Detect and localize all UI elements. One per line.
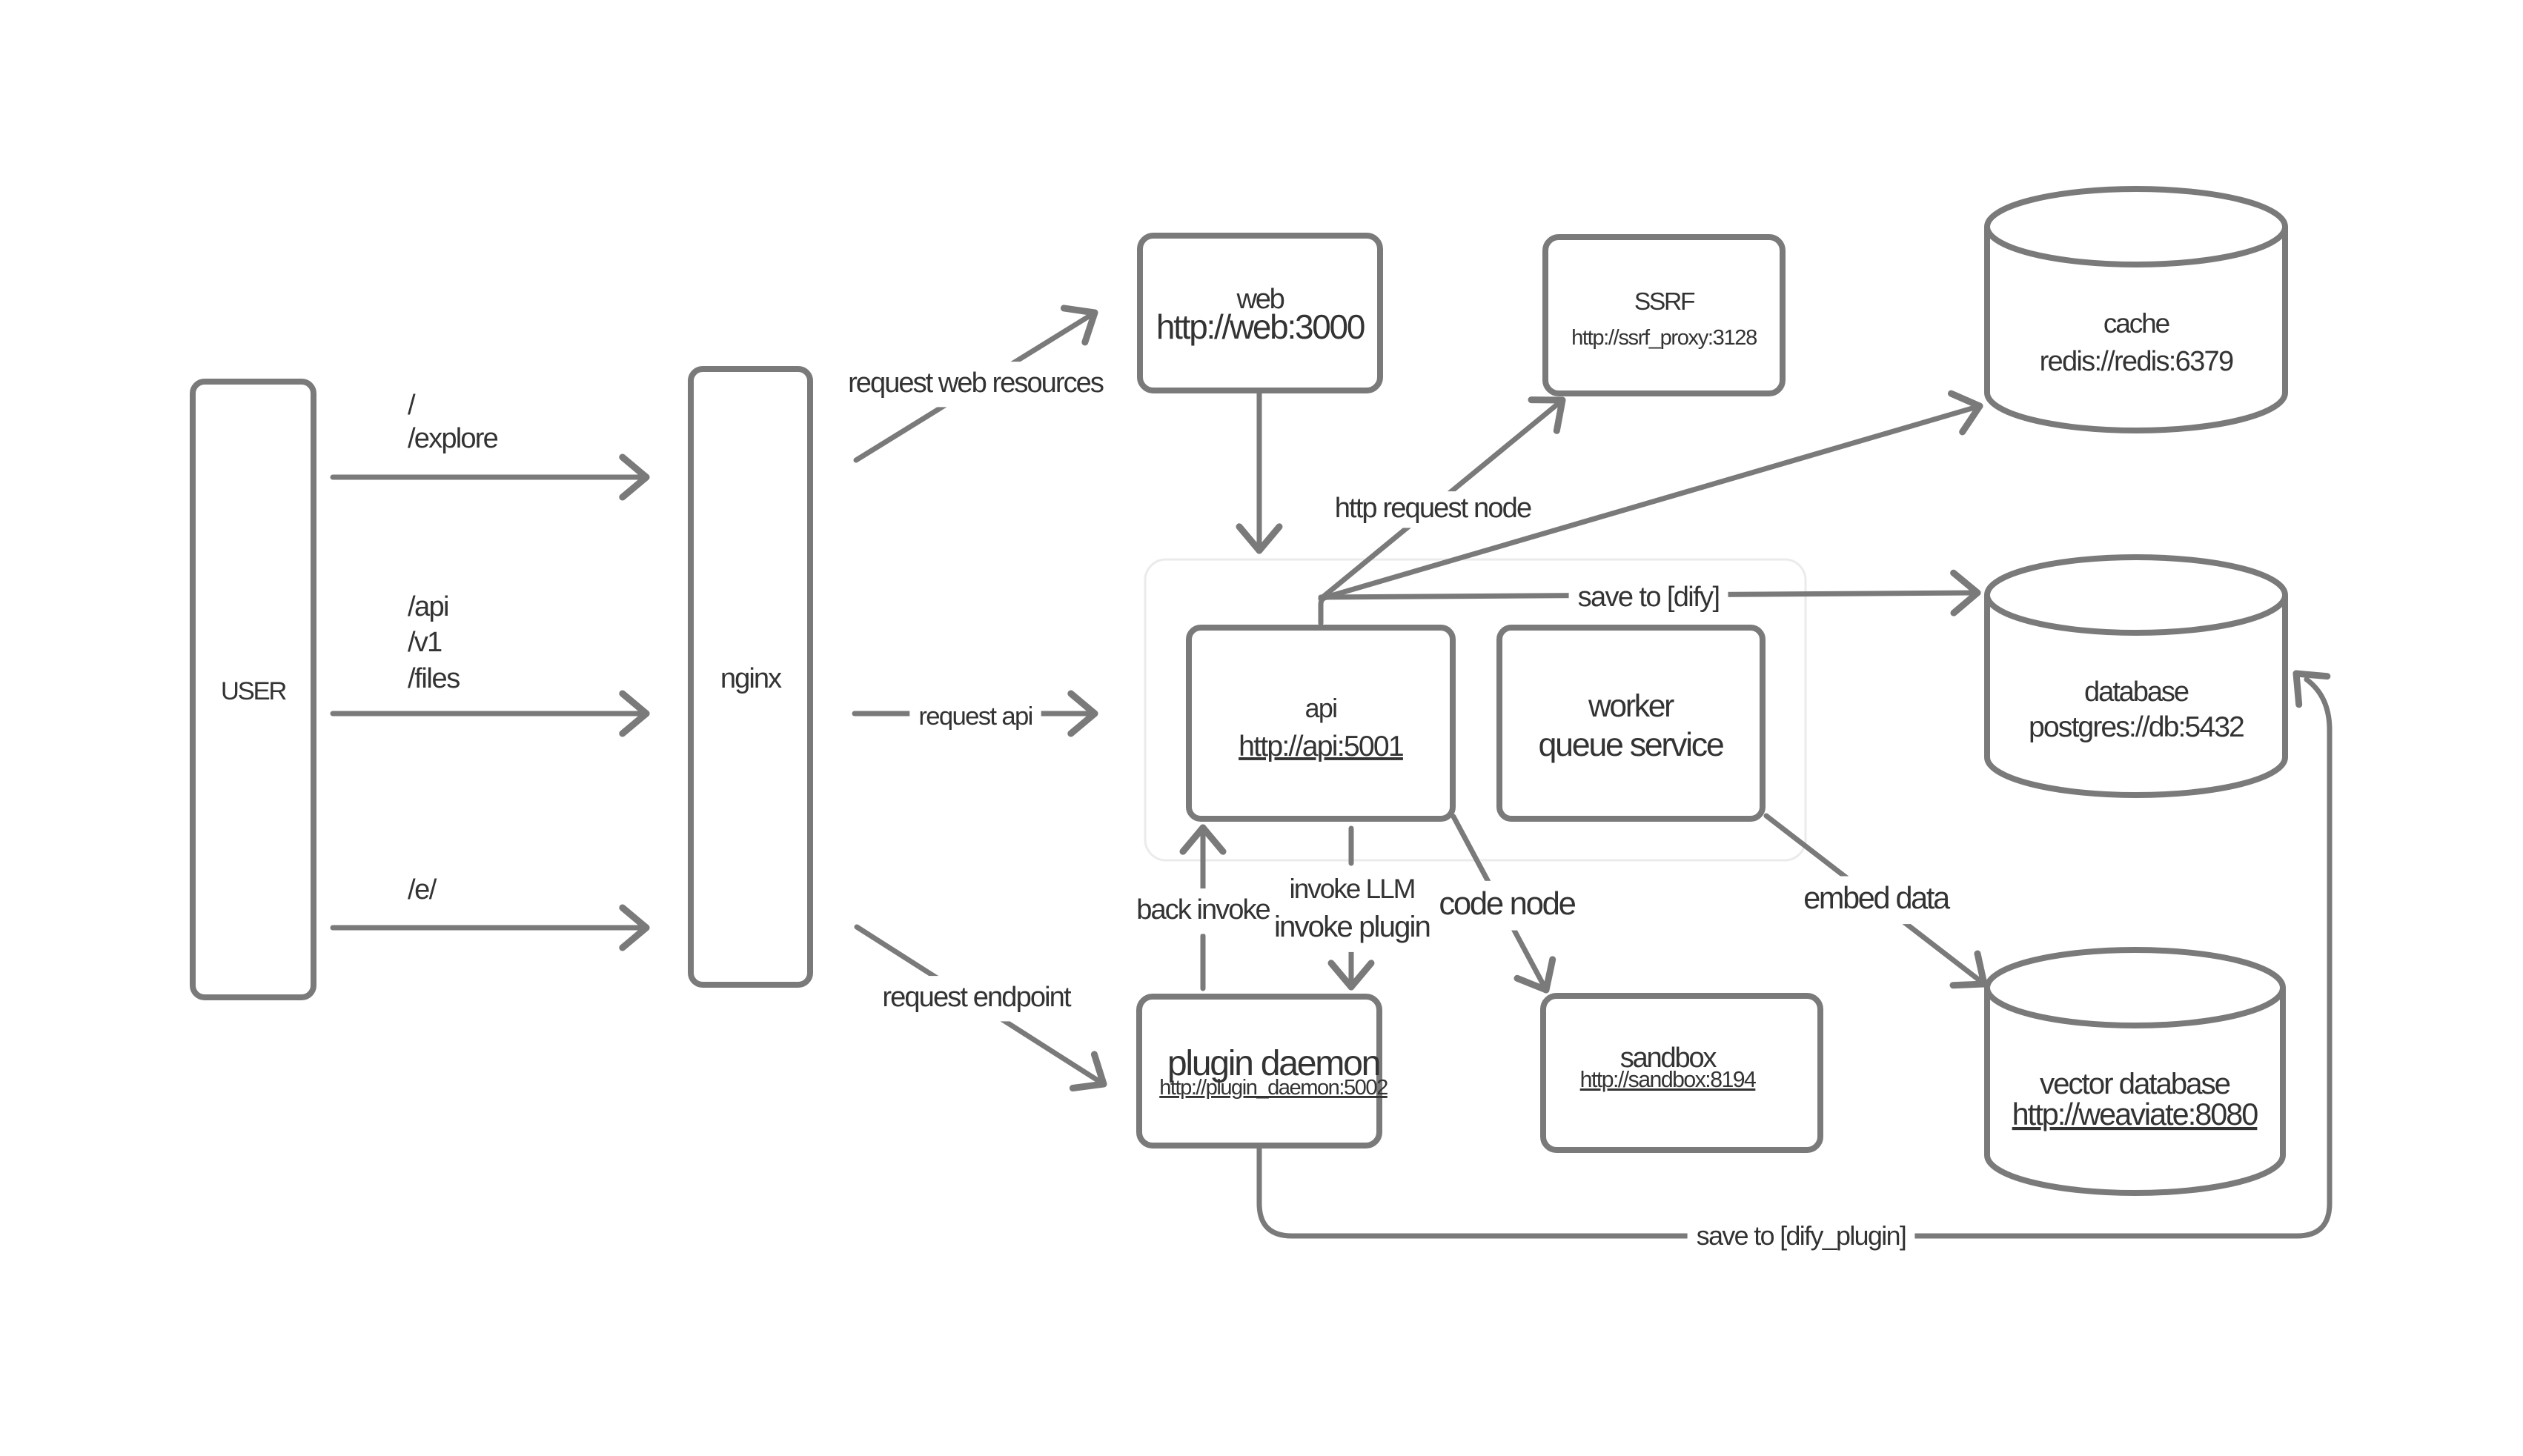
svg-text:/: / bbox=[408, 390, 416, 421]
svg-text:save to [dify_plugin]: save to [dify_plugin] bbox=[1697, 1221, 1906, 1251]
svg-text:cache: cache bbox=[2103, 308, 2169, 339]
svg-text:nginx: nginx bbox=[720, 663, 782, 694]
svg-text:queue service: queue service bbox=[1538, 726, 1723, 763]
svg-text:USER: USER bbox=[221, 677, 286, 705]
svg-text:invoke LLM: invoke LLM bbox=[1290, 874, 1415, 904]
svg-text:code node: code node bbox=[1439, 885, 1575, 922]
svg-text:request api: request api bbox=[918, 702, 1032, 731]
svg-text:http://weaviate:8080: http://weaviate:8080 bbox=[2012, 1097, 2258, 1131]
svg-text:vector database: vector database bbox=[2040, 1067, 2230, 1100]
svg-text:http://api:5001: http://api:5001 bbox=[1239, 731, 1403, 762]
svg-text:SSRF: SSRF bbox=[1634, 288, 1695, 316]
svg-text:postgres://db:5432: postgres://db:5432 bbox=[2029, 711, 2244, 743]
svg-text:http://sandbox:8194: http://sandbox:8194 bbox=[1580, 1068, 1756, 1092]
svg-text:http://ssrf_proxy:3128: http://ssrf_proxy:3128 bbox=[1571, 326, 1757, 350]
svg-text:/v1: /v1 bbox=[408, 627, 442, 658]
svg-text:/e/: /e/ bbox=[408, 874, 437, 905]
svg-text:database: database bbox=[2084, 677, 2189, 708]
svg-text:request web resources: request web resources bbox=[848, 368, 1104, 399]
svg-text:embed data: embed data bbox=[1803, 881, 1951, 915]
svg-text:back invoke: back invoke bbox=[1136, 894, 1270, 925]
svg-text:save to [dify]: save to [dify] bbox=[1578, 582, 1720, 613]
svg-text:request endpoint: request endpoint bbox=[882, 982, 1072, 1013]
svg-text:/api: /api bbox=[408, 591, 448, 622]
svg-text:api: api bbox=[1305, 694, 1337, 723]
svg-text:http://web:3000: http://web:3000 bbox=[1156, 308, 1365, 346]
svg-text:sandbox: sandbox bbox=[1620, 1043, 1717, 1074]
svg-text:web: web bbox=[1236, 284, 1284, 315]
svg-text:redis://redis:6379: redis://redis:6379 bbox=[2040, 346, 2233, 377]
svg-text:http://plugin_daemon:5002: http://plugin_daemon:5002 bbox=[1159, 1076, 1388, 1100]
svg-text:invoke plugin: invoke plugin bbox=[1274, 910, 1430, 943]
svg-text:/explore: /explore bbox=[408, 423, 498, 454]
svg-text:plugin daemon: plugin daemon bbox=[1167, 1043, 1379, 1083]
svg-text:worker: worker bbox=[1588, 688, 1674, 724]
svg-text:/files: /files bbox=[408, 663, 460, 694]
svg-text:http request node: http request node bbox=[1335, 493, 1531, 524]
